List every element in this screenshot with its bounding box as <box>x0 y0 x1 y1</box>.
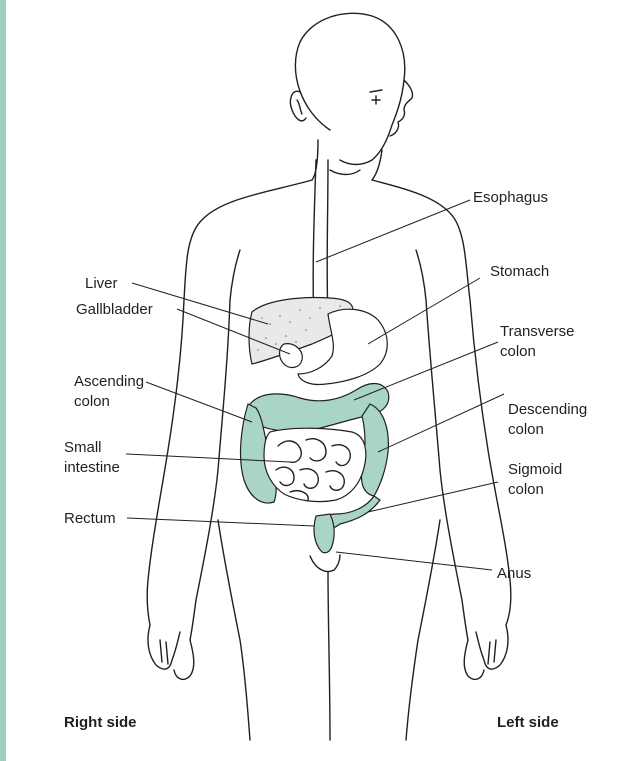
label-esophagus: Esophagus <box>473 189 548 206</box>
label-descending-colon-line1: Descending <box>508 401 587 418</box>
frame-bar <box>0 0 6 761</box>
leader-descending-colon <box>378 394 504 452</box>
label-left-side: Left side <box>497 714 559 731</box>
label-small-intestine-line2: intestine <box>64 459 120 476</box>
leader-anus <box>336 552 492 570</box>
label-anus: Anus <box>497 565 531 582</box>
label-stomach: Stomach <box>490 263 549 280</box>
label-sigmoid-colon: Sigmoid colon <box>508 461 566 498</box>
label-descending-colon: Descending colon <box>508 401 591 438</box>
label-transverse-colon: Transverse colon <box>500 323 579 360</box>
label-gallbladder: Gallbladder <box>76 301 153 318</box>
label-transverse-colon-line2: colon <box>500 343 536 360</box>
label-ascending-colon: Ascending colon <box>74 373 148 410</box>
label-small-intestine: Small intestine <box>64 439 120 476</box>
label-transverse-colon-line1: Transverse <box>500 323 574 340</box>
label-small-intestine-line1: Small <box>64 439 102 456</box>
label-rectum: Rectum <box>64 510 116 527</box>
label-sigmoid-colon-line2: colon <box>508 481 544 498</box>
label-descending-colon-line2: colon <box>508 421 544 438</box>
leader-sigmoid-colon <box>368 482 498 512</box>
label-ascending-colon-line1: Ascending <box>74 373 144 390</box>
label-liver: Liver <box>85 275 118 292</box>
rectum <box>314 514 334 553</box>
leader-esophagus <box>316 200 470 262</box>
label-right-side: Right side <box>64 714 137 731</box>
leader-lines <box>126 200 504 570</box>
label-sigmoid-colon-line1: Sigmoid <box>508 461 562 478</box>
leader-ascending-colon <box>146 382 252 422</box>
label-ascending-colon-line2: colon <box>74 393 110 410</box>
